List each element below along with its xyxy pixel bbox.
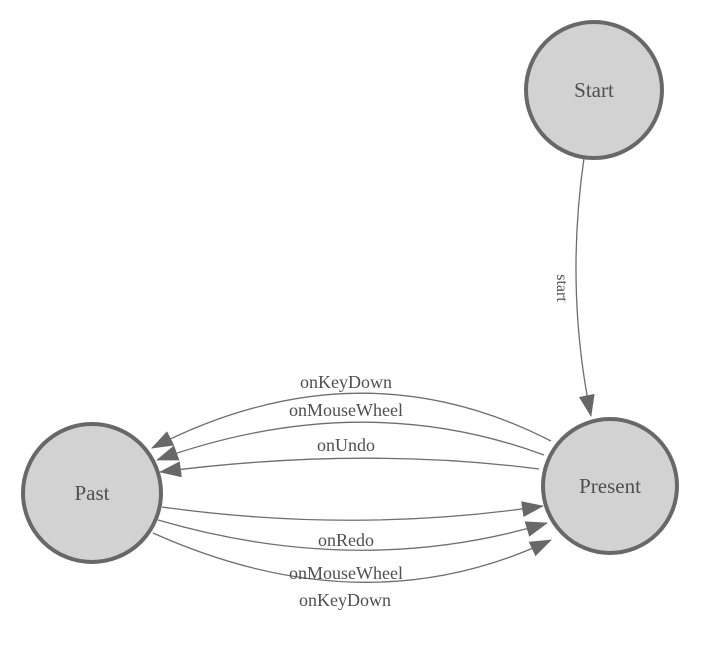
edge-label-onkeydown-upper: onKeyDown	[300, 372, 392, 392]
node-present: Present	[541, 417, 679, 555]
edge-present-to-past-onkeydown	[151, 392, 552, 449]
edge-past-to-present-onmousewheel	[157, 519, 548, 551]
edge-present-to-past-onundo	[159, 457, 540, 478]
edge-start-to-present	[575, 157, 595, 417]
edge-label-onundo: onUndo	[317, 435, 375, 455]
edge-label-onkeydown-lower: onKeyDown	[299, 590, 391, 610]
node-past: Past	[21, 422, 163, 564]
node-start-label: Start	[574, 78, 614, 102]
edge-past-to-present-onkeydown	[152, 532, 552, 583]
node-past-circle[interactable]	[21, 422, 163, 564]
edges-group	[151, 157, 595, 583]
node-present-circle[interactable]	[541, 417, 679, 555]
edge-past-to-present-onredo	[161, 501, 544, 521]
node-start-circle[interactable]	[524, 20, 664, 160]
edge-present-to-past-onmousewheel	[156, 421, 545, 461]
node-past-label: Past	[74, 481, 109, 505]
edge-label-onmousewheel-upper: onMouseWheel	[289, 400, 403, 420]
node-start: Start	[524, 20, 664, 160]
edge-label-onmousewheel-lower: onMouseWheel	[289, 563, 403, 583]
edge-label-onredo: onRedo	[318, 530, 374, 550]
edge-labels-group: onKeyDown onMouseWheel onUndo onRedo onM…	[289, 274, 570, 610]
edge-label-start: start	[553, 274, 570, 302]
node-present-label: Present	[579, 474, 641, 498]
